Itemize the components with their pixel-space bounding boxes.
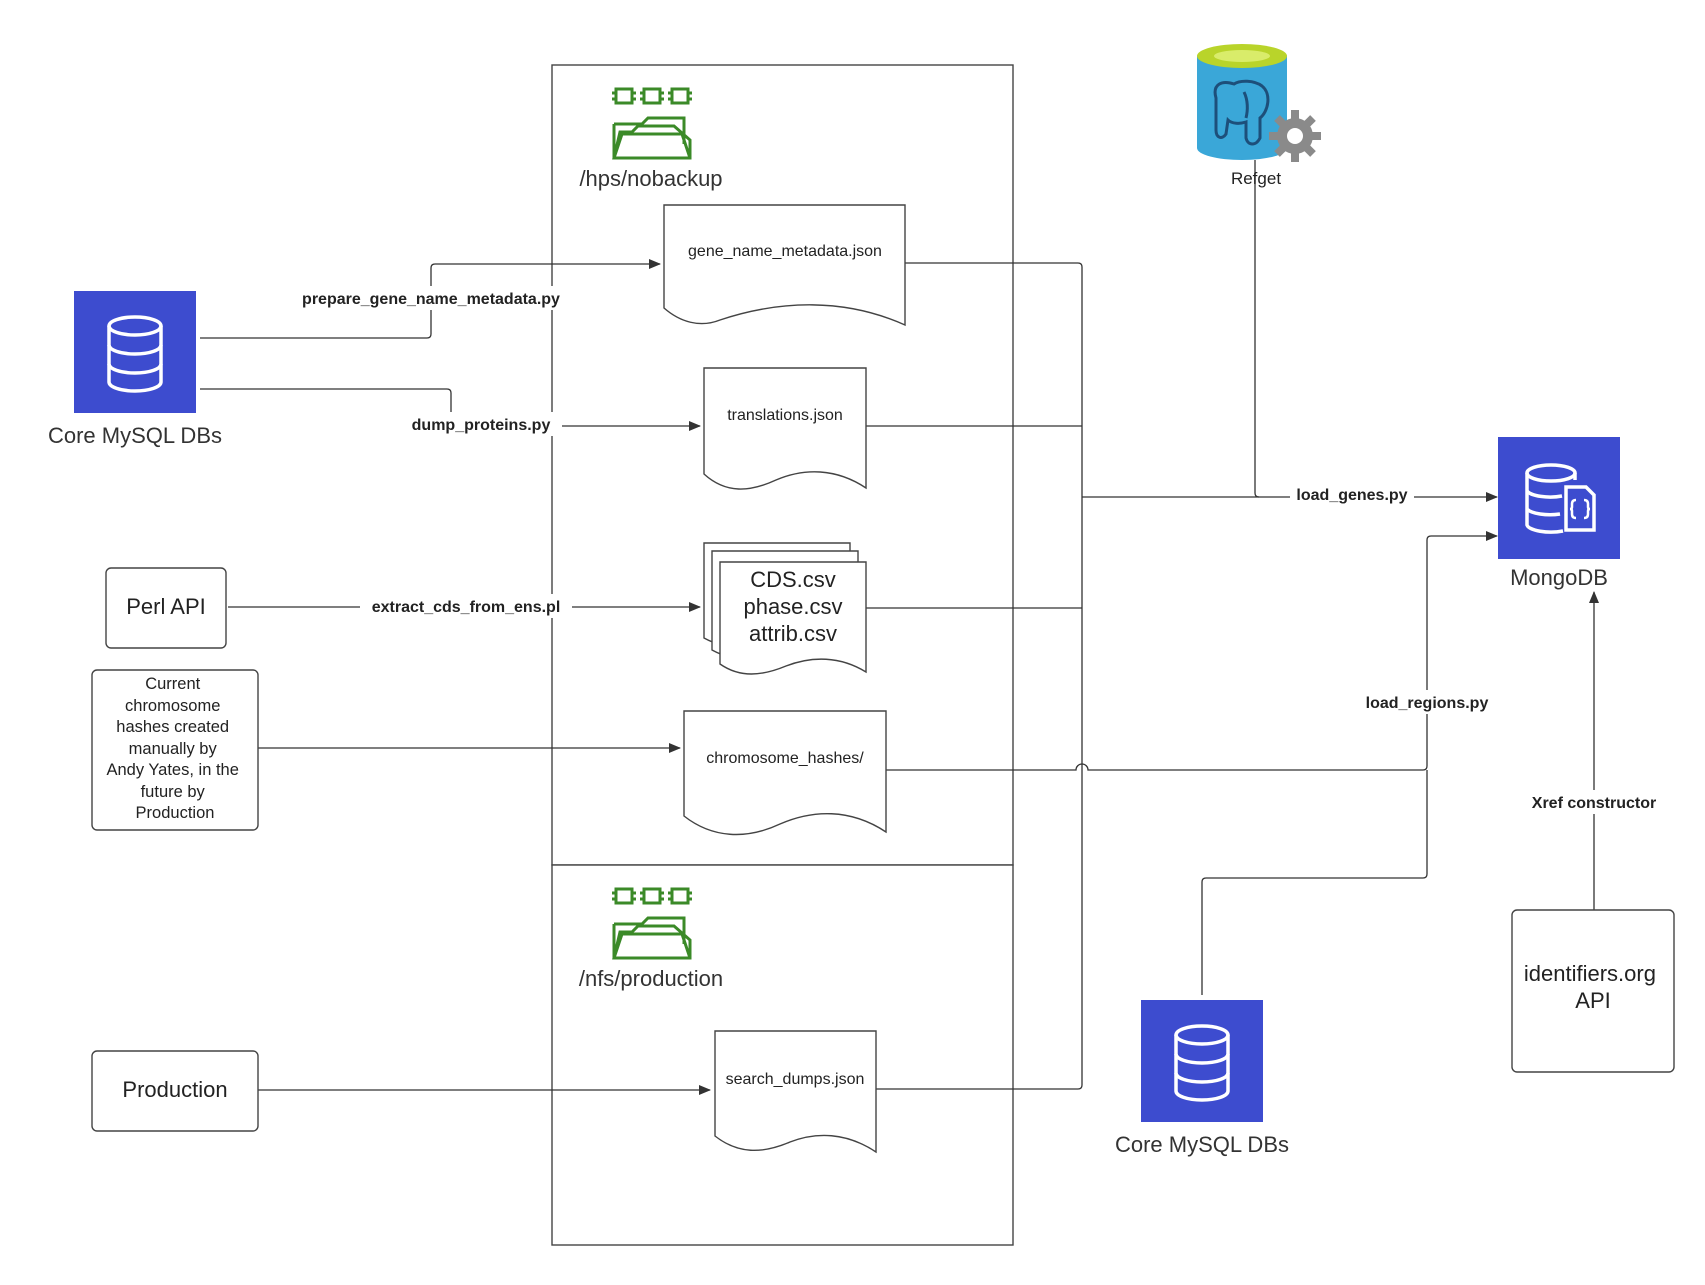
file-chromosome-hashes[interactable]: chromosome_hashes/ [683, 710, 887, 836]
database-icon [1174, 1024, 1230, 1102]
file-label: translations.json [727, 407, 843, 424]
file-cds-stack[interactable]: CDS.csv phase.csv attrib.csv [703, 542, 867, 675]
file-search-dumps[interactable]: search_dumps.json [714, 1030, 877, 1154]
edge-label-load-regions: load_regions.py [1366, 695, 1489, 712]
core-mysql-db-top[interactable]: Core MySQL DBs [48, 291, 222, 448]
edge-bus [873, 262, 1083, 1090]
node-label: Perl API [126, 594, 205, 619]
node-label: MongoDB [1510, 565, 1608, 590]
storage-label-nobackup: /hps/nobackup [579, 166, 722, 191]
edge-label-prepare-gene-name: prepare_gene_name_metadata.py [302, 291, 560, 308]
edge-dump-proteins [200, 388, 701, 431]
file-label: chromosome_hashes/ [706, 750, 864, 767]
folder-chip-icon [612, 887, 692, 960]
edge-label-extract-cds: extract_cds_from_ens.pl [372, 599, 561, 616]
database-icon [107, 315, 163, 393]
document-database-icon [1525, 463, 1596, 534]
file-label: gene_name_metadata.json [688, 243, 882, 260]
edge-load-regions [886, 531, 1498, 771]
edge-refget [1254, 160, 1260, 498]
storage-label-production: /nfs/production [579, 966, 723, 991]
node-label: Core MySQL DBs [1115, 1132, 1289, 1157]
edge-label-xref-constructor: Xref constructor [1532, 795, 1656, 812]
file-label-attrib: attrib.csv [749, 621, 837, 646]
node-label: Production [122, 1077, 227, 1102]
postgres-elephant-icon [1213, 79, 1270, 146]
file-translations[interactable]: translations.json [703, 367, 867, 490]
mongodb-node[interactable]: MongoDB [1498, 437, 1620, 590]
current-hashes-node[interactable]: Current chromosome hashes created manual… [91, 669, 259, 831]
file-label-phase: phase.csv [743, 594, 842, 619]
node-label: Core MySQL DBs [48, 423, 222, 448]
node-label: Refget [1231, 169, 1281, 188]
node-label: identifiers.org API [1524, 961, 1662, 1013]
file-label: search_dumps.json [726, 1071, 865, 1088]
file-gene-name-metadata[interactable]: gene_name_metadata.json [663, 204, 906, 327]
production-node[interactable]: Production [91, 1050, 259, 1132]
identifiers-org-api-node[interactable]: identifiers.org API [1511, 909, 1675, 1073]
node-label: Current chromosome hashes created manual… [107, 675, 244, 822]
edge-core-bottom [1201, 770, 1428, 995]
folder-chip-icon [612, 87, 692, 160]
refget-node[interactable]: Refget [1197, 44, 1321, 188]
edge-label-load-genes: load_genes.py [1296, 487, 1407, 504]
edge-label-dump-proteins: dump_proteins.py [412, 417, 551, 434]
core-mysql-db-bottom[interactable]: Core MySQL DBs [1115, 1000, 1289, 1157]
gear-icon [1269, 110, 1321, 162]
perl-api-node[interactable]: Perl API [105, 567, 227, 649]
file-label-cds: CDS.csv [750, 567, 836, 592]
